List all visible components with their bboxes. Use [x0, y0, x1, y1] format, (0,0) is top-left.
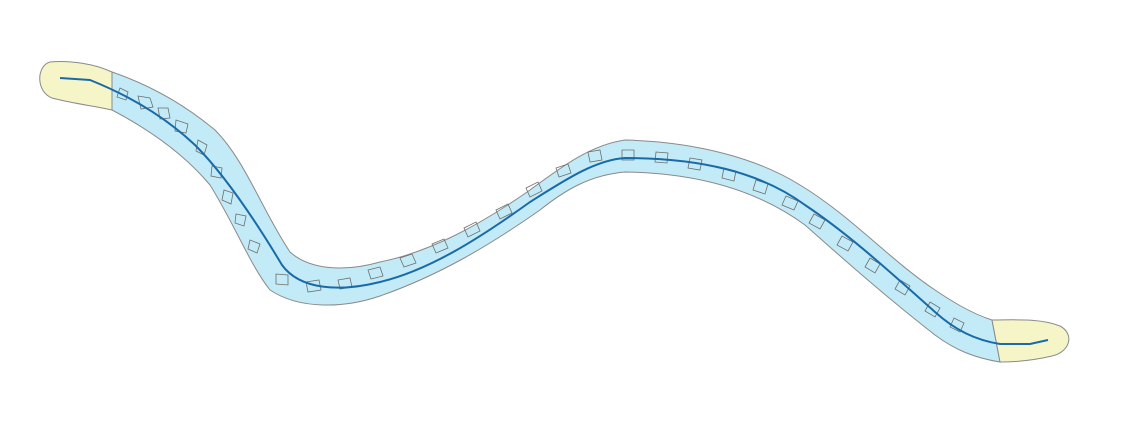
patch-polygon	[687, 157, 703, 171]
patch-polygon	[463, 221, 481, 238]
patch-polygon	[116, 87, 129, 101]
patch-polygon	[399, 253, 417, 268]
patch-polygon	[431, 238, 449, 254]
patch-polygon	[808, 213, 826, 230]
centerline	[59, 77, 1049, 345]
buffer-end-cap-east	[991, 319, 1070, 363]
patch-polygon	[555, 163, 572, 178]
patch-polygon	[781, 195, 799, 211]
patch-polygon	[367, 266, 384, 280]
patch-polygon	[836, 235, 854, 252]
patch-polygon	[495, 203, 513, 220]
patch-polygon	[275, 273, 289, 286]
patch-polygon	[587, 149, 603, 163]
patch-polygon	[221, 189, 234, 205]
patch-polygon	[525, 181, 543, 198]
patch-polygon	[894, 279, 911, 296]
buffer-end-cap-west	[39, 61, 113, 111]
patch-polygon	[864, 257, 881, 274]
patch-polygon	[305, 279, 322, 293]
patch-polygon	[234, 213, 247, 227]
patch-polygon	[210, 165, 223, 179]
patch-polygon	[924, 301, 941, 318]
patch-polygon	[247, 239, 261, 254]
patch-polygon	[621, 149, 635, 161]
